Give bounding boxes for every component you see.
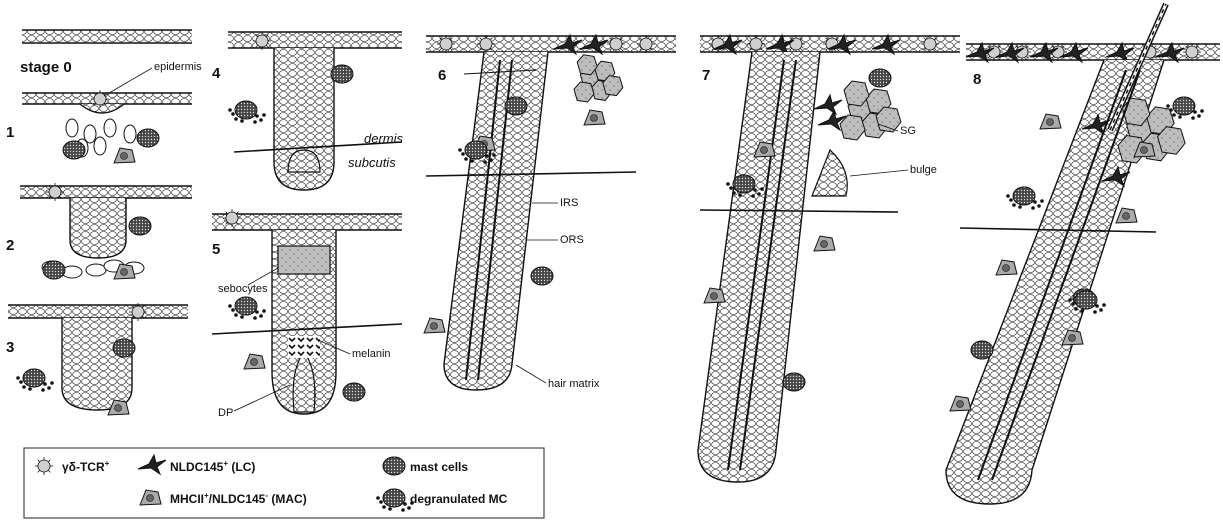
- macrophage-cell: [114, 148, 135, 163]
- stage7-follicle: [698, 52, 820, 482]
- label-hair-matrix: hair matrix: [548, 378, 600, 390]
- gd-tcr-cell: [747, 35, 765, 53]
- mast-cell: [63, 141, 85, 159]
- label-melanin: melanin: [352, 348, 391, 360]
- label-bulge: bulge: [910, 164, 937, 176]
- stage-label-3: 3: [6, 339, 14, 356]
- legend-mhc-label: MHCII+/NLDC145- (MAC): [170, 491, 307, 506]
- mesenchymal-cell: [94, 137, 106, 155]
- stage1-placode: [80, 104, 124, 113]
- mast-cell: [971, 341, 993, 359]
- mast-cell: [869, 69, 891, 87]
- mesenchymal-cell: [104, 119, 116, 137]
- mast-cell: [343, 383, 365, 401]
- stage5-melanin: [288, 336, 320, 358]
- stage7-bulge: [812, 150, 847, 196]
- mast-cell: [383, 457, 405, 475]
- langerhans-cell: [814, 95, 842, 114]
- legend-gd-tcr-icon: [35, 457, 53, 475]
- macrophage-cell: [1116, 208, 1137, 223]
- stage-label-2: 2: [6, 237, 14, 254]
- stage-label-1: 1: [6, 124, 14, 141]
- mast-cell: [331, 65, 353, 83]
- stage5-epidermis: [212, 214, 402, 230]
- macrophage-cell: [1040, 114, 1061, 129]
- gd-tcr-cell: [35, 457, 53, 475]
- degranulated-mast-cell: [16, 369, 54, 392]
- stage8-irs: [992, 70, 1140, 480]
- macrophage-cell: [424, 318, 445, 333]
- mast-cell: [43, 261, 65, 279]
- macrophage-cell: [244, 354, 265, 369]
- macrophage-cell: [814, 236, 835, 251]
- mast-cell: [783, 373, 805, 391]
- macrophage-cell: [996, 260, 1017, 275]
- macrophage-cell: [584, 110, 605, 125]
- macrophage-cell: [950, 396, 971, 411]
- mast-cell: [113, 339, 135, 357]
- stage-label-0: stage 0: [20, 59, 72, 76]
- mast-cell: [531, 267, 553, 285]
- stage-label-4: 4: [212, 65, 221, 82]
- label-epidermis: epidermis: [154, 61, 202, 73]
- gd-tcr-cell: [46, 183, 64, 201]
- stage5-sebocytes: [278, 246, 330, 274]
- stage-label-5: 5: [212, 241, 220, 258]
- label-irs: IRS: [560, 197, 578, 209]
- gd-tcr-cell: [921, 35, 939, 53]
- label-subcutis: subcutis: [348, 155, 396, 170]
- mast-cell: [137, 129, 159, 147]
- stage-label-6: 6: [438, 67, 446, 84]
- legend-degran-label: degranulated MC: [410, 492, 508, 506]
- mesenchymal-cell: [124, 125, 136, 143]
- legend-gd-tcr-label: γδ-TCR+: [62, 459, 110, 474]
- label-sg: SG: [900, 125, 916, 137]
- stage-label-8: 8: [973, 71, 981, 88]
- stage7-sebaceous-gland: [840, 81, 901, 140]
- stage2-epidermis: [20, 186, 192, 198]
- gd-tcr-cell: [91, 90, 109, 108]
- gd-tcr-cell: [637, 35, 655, 53]
- legend-mast-label: mast cells: [410, 460, 468, 474]
- stage3-hair-peg: [62, 318, 132, 410]
- label-dp: DP: [218, 407, 233, 419]
- dermal-condensate-cell: [86, 264, 106, 276]
- stage-label-7: 7: [702, 67, 710, 84]
- gd-tcr-cell: [1183, 43, 1201, 61]
- gd-tcr-cell: [253, 32, 271, 50]
- mesenchymal-cell: [66, 119, 78, 137]
- legend-nldc-label: NLDC145+ (LC): [170, 459, 255, 474]
- degranulated-mast-cell: [228, 297, 266, 320]
- stage0-epidermis: [22, 30, 192, 43]
- degranulated-mast-cell: [228, 101, 266, 124]
- label-sebocytes: sebocytes: [218, 283, 268, 295]
- legend: γδ-TCR+ NLDC145+ (LC) MHCII+/NLDC145- (M…: [24, 448, 544, 518]
- legend-mast-icon: [383, 457, 405, 475]
- gd-tcr-cell: [607, 35, 625, 53]
- gd-tcr-cell: [477, 35, 495, 53]
- gd-tcr-cell: [437, 35, 455, 53]
- gd-tcr-cell: [787, 35, 805, 53]
- stage4-epidermis: [228, 32, 402, 48]
- stage6-sebaceous-gland: [574, 55, 623, 102]
- gd-tcr-cell: [223, 209, 241, 227]
- degranulated-mast-cell: [1006, 187, 1044, 210]
- mast-cell: [129, 217, 151, 235]
- label-ors: ORS: [560, 234, 584, 246]
- mast-cell: [505, 97, 527, 115]
- stage2-hair-germ: [70, 198, 126, 258]
- label-dermis: dermis: [364, 131, 404, 146]
- macrophage-cell: [704, 288, 725, 303]
- stage8-epidermis: [966, 44, 1220, 60]
- stage3-epidermis: [8, 305, 188, 318]
